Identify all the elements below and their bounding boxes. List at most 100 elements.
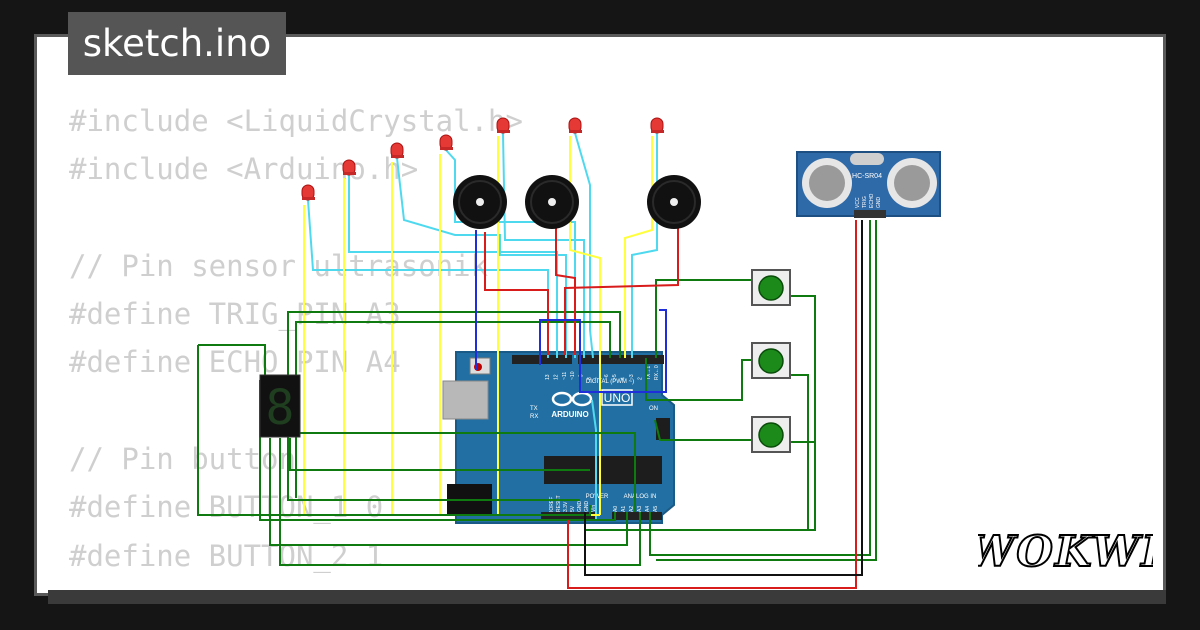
filename-tag: sketch.ino	[68, 12, 286, 75]
pin-label: ~3	[629, 374, 635, 380]
pin-label: 12	[553, 374, 559, 380]
pin-label: ~10	[570, 371, 576, 380]
pin-label: 7	[595, 377, 601, 380]
pin-label: A0	[613, 506, 619, 512]
push-button-3[interactable]	[751, 416, 791, 453]
code-line: #define ECHO_PIN A4	[69, 345, 401, 380]
led-1[interactable]	[301, 184, 315, 201]
digital-label: DIGITAL (PWM ~)	[586, 379, 634, 385]
code-line: #define BUTTON_3 2	[69, 587, 383, 593]
code-line: #include <Arduino.h>	[69, 152, 419, 187]
pin-label: 8	[587, 377, 593, 380]
arduino-uno-board[interactable]: ARDUINO UNO DIGITAL (PWM ~) POWER ANALOG…	[442, 351, 675, 524]
pin-label: A4	[645, 506, 651, 512]
card-shadow	[48, 590, 1166, 604]
wire-green	[654, 419, 752, 441]
pin-label: ~9	[579, 374, 585, 380]
wire-cyan	[574, 132, 594, 359]
code-line: #include <LiquidCrystal.h>	[69, 104, 523, 138]
pin-label: GND	[876, 197, 882, 209]
sensor-model: HC-SR04	[852, 173, 882, 180]
wire-red	[555, 228, 576, 355]
code-line: #define BUTTON_1 0	[69, 490, 384, 525]
wokwi-logo: WOKWI	[978, 526, 1153, 577]
pin-label: A5	[653, 506, 659, 512]
board-model: UNO	[604, 391, 631, 405]
segment-digit: 8	[266, 380, 295, 436]
wire-green	[655, 279, 752, 358]
led-7[interactable]	[650, 117, 664, 134]
buzzer-3[interactable]	[647, 175, 701, 229]
wire-green	[279, 438, 641, 566]
wire-green	[656, 220, 877, 561]
pin-label: TRIG	[862, 196, 868, 208]
led-4[interactable]	[439, 134, 453, 151]
pin-label: ~11	[562, 372, 568, 380]
wire-green	[649, 220, 871, 556]
wire-black	[584, 220, 863, 576]
led-3[interactable]	[390, 142, 404, 159]
buzzer-1[interactable]	[453, 175, 507, 229]
pin-label: 4	[621, 377, 627, 380]
pin-label: A2	[629, 506, 635, 512]
wire-green	[645, 358, 752, 401]
code-line: #define TRIG_PIN A3	[69, 297, 401, 332]
led-5[interactable]	[496, 117, 510, 134]
tx-label: TX	[530, 406, 538, 412]
pin-label: RESET	[556, 495, 562, 512]
wire-cyan	[348, 175, 558, 358]
pin-label: ~6	[604, 374, 610, 380]
wire-cyan	[396, 157, 567, 358]
wire-yellow	[624, 136, 653, 358]
brand-text: WOKWI	[978, 527, 1153, 576]
wire-cyan	[631, 133, 658, 358]
wire-cyan	[445, 149, 576, 358]
pin-label: VCC	[855, 197, 861, 208]
wire-green	[269, 438, 628, 546]
power-label: POWER	[586, 494, 609, 500]
wire-green	[198, 344, 266, 375]
pin-label: TX→1	[646, 366, 652, 380]
wire-red	[564, 228, 679, 355]
wire-green	[287, 311, 621, 501]
code-preview: #include <LiquidCrystal.h> #include <Ard…	[69, 97, 523, 593]
pin-label: A1	[621, 506, 627, 512]
wire-green	[295, 432, 636, 512]
rx-label: RX	[530, 414, 538, 420]
pin-label: IOREF	[549, 497, 555, 512]
wire-cyan	[502, 132, 585, 358]
code-line: // Pin sensor ultrasonik	[69, 248, 489, 283]
pin-label: GND	[584, 501, 590, 513]
wire-green	[790, 374, 809, 530]
push-button-1[interactable]	[751, 269, 791, 306]
wire-red	[567, 220, 857, 589]
wire-green	[259, 380, 616, 521]
analog-label: ANALOG IN	[624, 494, 657, 500]
led-2[interactable]	[342, 159, 356, 176]
on-label: ON	[649, 406, 658, 412]
pin-label: GND	[577, 501, 583, 513]
code-line: // Pin button	[69, 442, 296, 477]
wire-blue	[539, 309, 667, 393]
led-6[interactable]	[568, 117, 582, 134]
wire-green	[197, 345, 591, 516]
buzzer-2[interactable]	[525, 175, 579, 229]
wire-red	[484, 232, 549, 355]
board-brand: ARDUINO	[551, 410, 588, 419]
pin-label: Vin	[591, 505, 597, 512]
pin-label: 3.3V	[563, 501, 569, 512]
push-button-2[interactable]	[751, 342, 791, 379]
pin-label: 2	[637, 377, 643, 380]
pin-label: 5V	[570, 505, 576, 512]
wire-green	[289, 438, 590, 471]
pin-label: 13	[545, 374, 551, 380]
wire-cyan	[591, 399, 597, 520]
pin-label: A3	[637, 506, 643, 512]
seven-segment-display[interactable]: 8	[259, 374, 301, 438]
